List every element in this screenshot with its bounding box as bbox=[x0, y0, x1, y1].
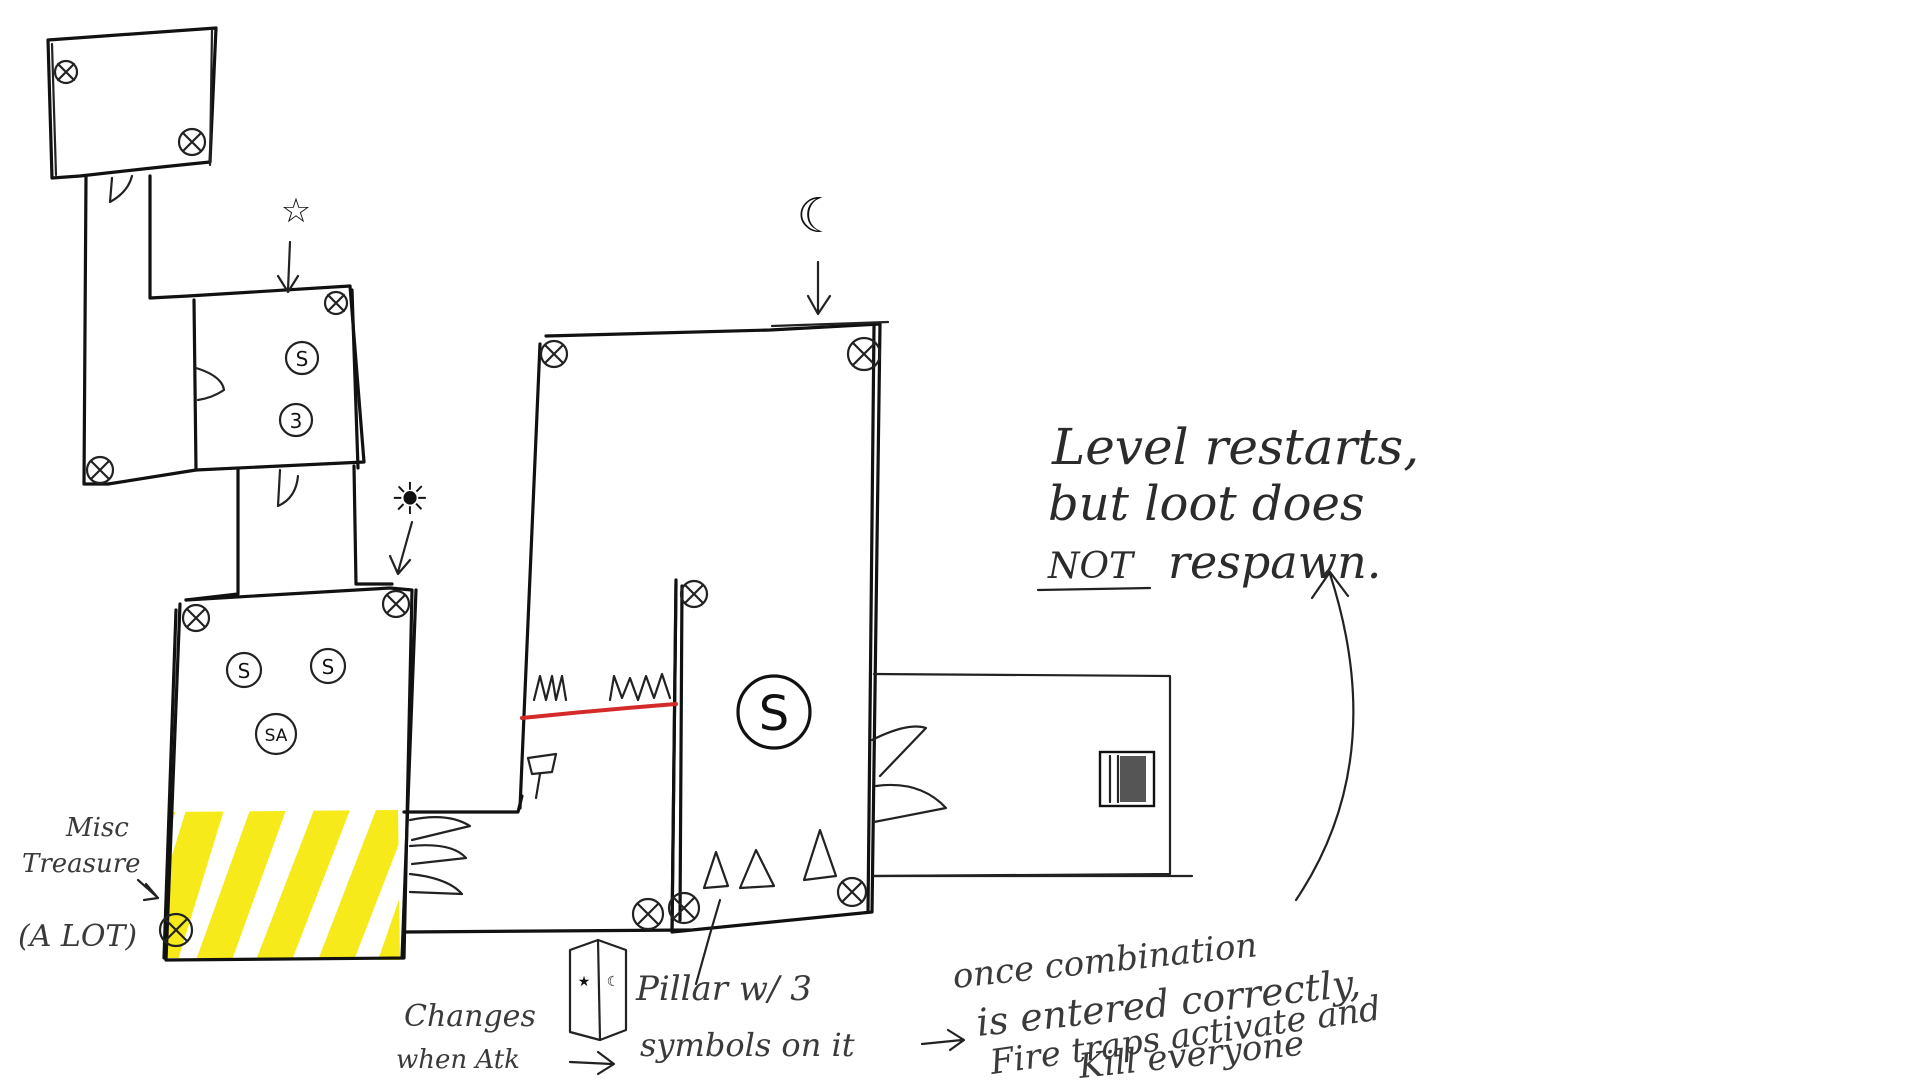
token-label: S bbox=[759, 686, 789, 742]
note-misc-treasure: Misc Treasure (A LOT) bbox=[18, 813, 158, 954]
spike-trap-icon bbox=[534, 674, 670, 700]
door-icon bbox=[196, 368, 224, 400]
door-icon bbox=[278, 470, 298, 506]
token-s-icon: S bbox=[311, 649, 345, 683]
note-level-restarts: Level restarts, but loot does NOT respaw… bbox=[1038, 418, 1419, 590]
sun-icon: ☀ bbox=[390, 474, 429, 525]
symbol-pillar-icon: ★ ☾ bbox=[570, 940, 626, 1040]
corridor-top-wall bbox=[404, 796, 522, 812]
room-3: S S SA bbox=[130, 588, 460, 962]
arrow-down-icon bbox=[808, 262, 830, 314]
token-s-icon: S bbox=[227, 653, 261, 687]
note-emphasis: NOT bbox=[1047, 546, 1136, 587]
note-pillar: Pillar w/ 3 symbols on it bbox=[635, 900, 964, 1064]
pillar-marker-icon bbox=[838, 878, 866, 906]
corridor-right-wall bbox=[354, 466, 392, 584]
room-4: S bbox=[520, 322, 888, 932]
corridor-bottom-wall bbox=[406, 930, 690, 932]
star-icon: ☆ bbox=[281, 191, 311, 231]
note-text: (A LOT) bbox=[18, 919, 137, 954]
arrow-down-icon bbox=[278, 242, 298, 292]
exit-door-icon bbox=[1100, 752, 1154, 806]
fire-trap-icon bbox=[872, 727, 946, 823]
pillar-marker-icon bbox=[183, 605, 209, 631]
note-text: Level restarts, bbox=[1051, 418, 1419, 476]
arrow-right-icon bbox=[922, 1030, 964, 1050]
pillar-marker-icon bbox=[55, 61, 77, 83]
pillar-star-icon: ★ bbox=[578, 974, 591, 990]
token-label: 3 bbox=[290, 409, 303, 433]
token-s-large-icon: S bbox=[738, 676, 810, 748]
pillar-marker-icon bbox=[681, 581, 707, 607]
fire-trap-icon bbox=[410, 817, 470, 894]
pillar-marker-icon bbox=[541, 341, 567, 367]
corridor-right-wall bbox=[150, 176, 188, 298]
room-2: S 3 bbox=[87, 286, 364, 484]
door-icon bbox=[110, 176, 132, 202]
token-label: S bbox=[322, 655, 335, 679]
pillar-marker-icon bbox=[633, 899, 663, 929]
token-3-icon: 3 bbox=[280, 404, 312, 436]
token-s-icon: S bbox=[286, 342, 318, 374]
note-text: Treasure bbox=[22, 849, 141, 879]
token-label: SA bbox=[265, 726, 288, 746]
arrow-right-icon bbox=[570, 1052, 614, 1074]
pillar-marker-icon bbox=[383, 591, 409, 617]
note-text: but loot does bbox=[1048, 476, 1365, 532]
arrow-down-icon bbox=[390, 522, 412, 574]
note-changes-when-attacked: Changes when Atk bbox=[396, 999, 614, 1075]
laser-tripwire bbox=[522, 704, 676, 718]
corridor-left-wall bbox=[186, 470, 238, 600]
treasure-pile bbox=[130, 810, 460, 962]
pillar-moon-icon: ☾ bbox=[607, 974, 620, 990]
note-combination: once combination is entered correctly, F… bbox=[951, 572, 1383, 1080]
note-text: when Atk bbox=[396, 1045, 520, 1075]
room-1 bbox=[48, 28, 216, 178]
curved-arrow-icon bbox=[1296, 572, 1353, 900]
token-label: S bbox=[238, 659, 251, 683]
token-sa-icon: SA bbox=[256, 714, 296, 754]
moon-marker: ☾ bbox=[796, 188, 839, 314]
corridor-left-wall bbox=[84, 176, 108, 484]
arrow-icon bbox=[138, 880, 158, 900]
underline bbox=[1038, 588, 1150, 590]
note-text: Misc bbox=[65, 813, 129, 843]
moon-icon: ☾ bbox=[796, 188, 839, 244]
room-5 bbox=[872, 674, 1192, 876]
sun-marker: ☀ bbox=[390, 474, 430, 574]
pillar-marker-icon bbox=[325, 292, 347, 314]
note-text: respawn. bbox=[1168, 535, 1381, 589]
note-text: Pillar w/ 3 bbox=[635, 969, 812, 1009]
pillar-marker-icon bbox=[179, 129, 205, 155]
note-text: Changes bbox=[404, 999, 536, 1034]
note-text: symbols on it bbox=[640, 1026, 855, 1064]
floor-spike-icon bbox=[704, 830, 836, 888]
token-label: S bbox=[296, 347, 309, 371]
lever-icon bbox=[528, 754, 556, 798]
pillar-marker-icon bbox=[87, 457, 113, 483]
star-marker: ☆ bbox=[278, 191, 311, 292]
